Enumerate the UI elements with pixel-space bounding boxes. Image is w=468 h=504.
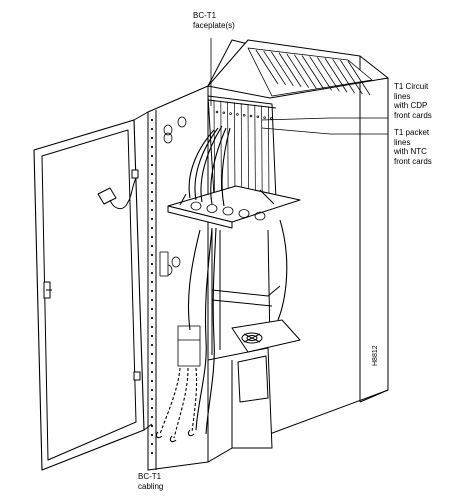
label-cabling-line-1: BC-T1 [138,472,162,481]
figure-id: H8812 [372,345,379,366]
door-mounted-box [97,177,137,209]
label-cabling: BC-T1 cabling [138,472,163,491]
label-packet-line-2: lines [394,137,411,147]
label-circuit-line-4: front cards [394,110,432,120]
label-circuit-line-1: T1 Circuit [394,82,429,91]
vent-grille [247,47,373,97]
label-packet-line-3: with NTC [394,147,427,156]
cable-tray [167,185,301,229]
label-circuit-lines: T1 Circuit lines with CDP front cards [394,82,432,120]
label-faceplate: BC-T1 faceplate(s) [193,11,235,30]
label-faceplate-line-2: faceplate(s) [193,20,235,30]
label-packet-line-1: T1 packet [394,128,430,137]
label-cabling-line-2: cabling [138,481,164,491]
label-packet-line-4: front cards [394,156,432,166]
cabinet-door[interactable] [33,111,153,471]
label-circuit-line-3: with CDP [394,101,428,110]
label-circuit-line-2: lines [394,91,411,101]
cables [155,125,288,443]
label-faceplate-line-1: BC-T1 [193,11,217,20]
fan-tray [231,319,301,403]
callout-leaders [147,38,388,468]
label-packet-lines: T1 packet lines with NTC front cards [394,128,432,166]
cabinet-front-post [147,85,209,471]
